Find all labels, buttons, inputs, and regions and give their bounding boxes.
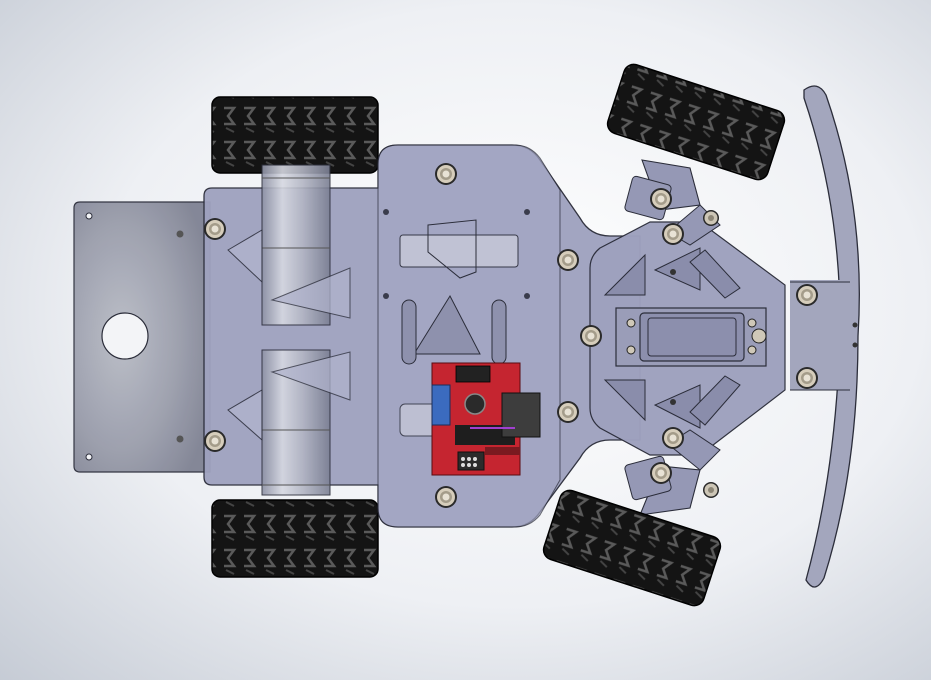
- rear-right-wheel: [211, 499, 379, 578]
- rear-left-wheel: [211, 96, 379, 174]
- rear-plate: [73, 201, 211, 473]
- motor-mount-cutouts: [227, 229, 351, 442]
- motor-driver-board: [431, 362, 541, 476]
- steering-servo: [615, 307, 767, 367]
- front-right-wheel: [542, 489, 722, 607]
- front-left-wheel: [606, 63, 786, 181]
- deck-cutouts: [399, 219, 519, 437]
- rear-plate-hole: [101, 312, 149, 360]
